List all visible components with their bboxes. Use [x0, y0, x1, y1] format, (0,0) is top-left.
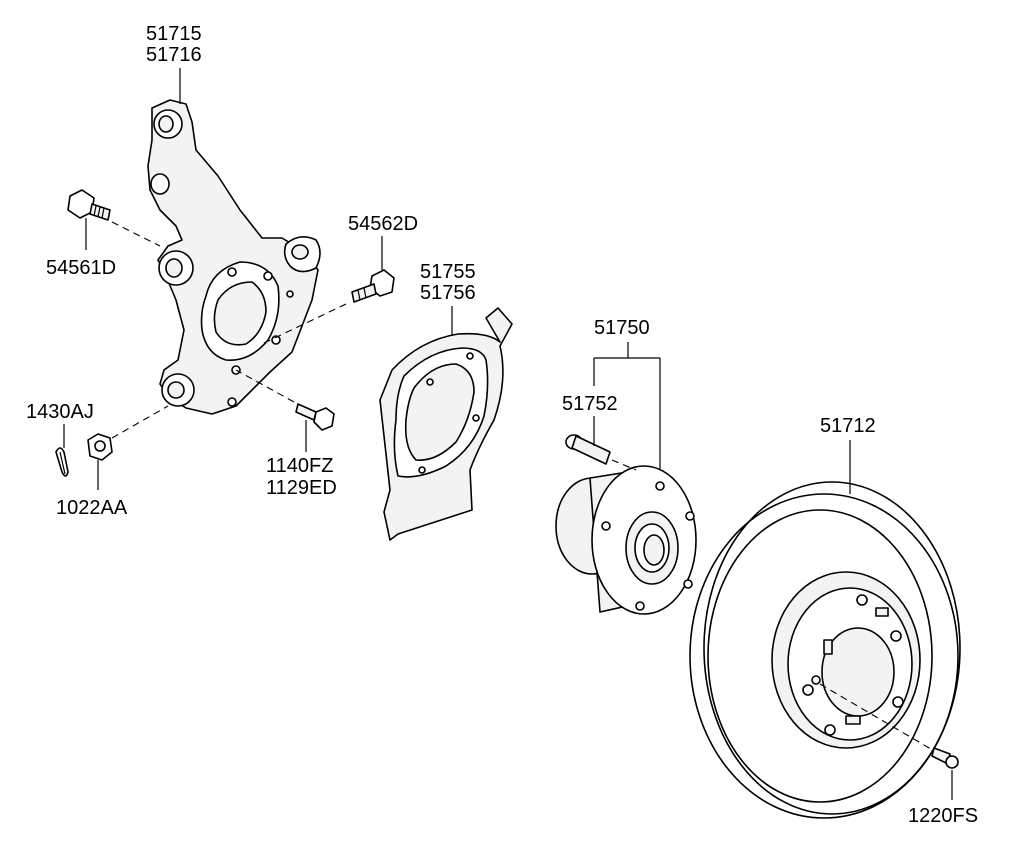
cotter-pin-label: 1430AJ — [26, 401, 94, 423]
screw-1140fz — [235, 369, 335, 431]
castle-nut-label: 1022AA — [56, 497, 128, 519]
cotter-pin — [55, 447, 69, 477]
wheel-hub-assembly — [555, 465, 697, 615]
brake-disc — [689, 481, 961, 819]
disc-label: 51712 — [820, 415, 876, 437]
disc-screw-label: 1220FS — [908, 805, 978, 827]
disc-screw — [931, 747, 959, 769]
screw-label-1: 1140FZ — [266, 455, 333, 477]
hub-assy-label: 51750 — [594, 317, 650, 339]
hub-bolt-label: 51752 — [562, 393, 618, 415]
shield-label-2: 51756 — [420, 282, 476, 304]
dust-shield — [379, 307, 513, 541]
steering-knuckle — [147, 99, 321, 415]
screw-label-2: 1129ED — [266, 477, 337, 499]
knuckle-label-1: 51715 — [146, 23, 202, 45]
bolt-54561d — [67, 189, 161, 247]
hub-bolt — [565, 434, 637, 471]
bolt-54561d-label: 54561D — [46, 257, 116, 279]
shield-label-1: 51755 — [420, 261, 476, 283]
bolt-54562d — [261, 269, 395, 345]
knuckle-label-2: 51716 — [146, 44, 202, 66]
castle-nut — [87, 405, 169, 461]
bolt-54562d-label: 54562D — [348, 213, 418, 235]
